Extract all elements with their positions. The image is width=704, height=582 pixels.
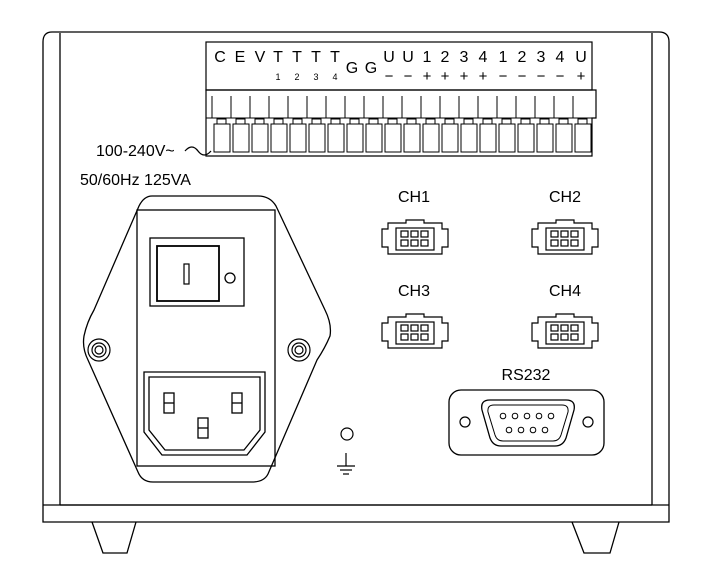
terminal-top-label: 2 [441,49,450,66]
terminal-sub-label: − [404,68,413,85]
foot-left [91,521,137,554]
terminal-top-label: 4 [479,49,488,66]
terminal-top-label: T [273,49,283,66]
terminal-top-label: T [311,49,321,66]
terminal-top-label: C [214,49,226,66]
terminal-screw-cell[interactable] [420,96,440,153]
voltage-label: 100-240V~ [96,143,175,160]
terminal-screw-cell[interactable] [230,96,250,153]
terminal-screw-cell[interactable] [401,96,421,153]
terminal-sub-label: 1 [275,72,280,82]
db9-pin [541,426,549,434]
terminal-screw-cell[interactable] [211,96,231,153]
terminal-top-label: G [365,60,377,77]
channel-2[interactable]: CH2 [531,189,599,255]
terminal-sub-label: − [499,68,508,85]
terminal-screw-cell[interactable] [325,96,345,153]
terminal-sub-label: + [460,68,469,85]
ac-symbol [184,146,212,156]
terminal-sub-label: 2 [294,72,299,82]
channel-3[interactable]: CH3 [381,283,449,349]
screw-right [287,338,311,362]
terminal-top-label: 4 [556,49,565,66]
terminal-top-label: G [346,60,358,77]
terminal-top-label: T [292,49,302,66]
terminal-top-label: V [255,49,266,66]
db9-pin [535,412,543,420]
terminal-top-label: U [575,49,587,66]
terminal-screw-cell[interactable] [553,96,573,153]
terminal-sub-label: − [556,68,565,85]
enclosure [42,31,670,523]
screw-left [87,338,111,362]
terminal-top-label: 1 [499,49,508,66]
terminal-screw-cell[interactable] [515,96,535,153]
terminal-top-label: U [383,49,395,66]
terminal-sub-label: + [423,68,432,85]
channel-1[interactable]: CH1 [381,189,449,255]
channel-4[interactable]: CH4 [531,283,599,349]
db9-pin [517,426,525,434]
terminal-sub-label: − [518,68,527,85]
foot-right [571,521,620,554]
terminal-screw-cell[interactable] [534,96,554,153]
ground-icon [337,453,355,475]
channel-1-label: CH1 [398,189,430,206]
terminal-screw-cell[interactable] [496,96,516,153]
terminal-sub-label: − [537,68,546,85]
terminal-screw-cell[interactable] [458,96,478,153]
power-entry-module [82,195,332,483]
terminal-sub-label: 3 [313,72,318,82]
terminal-sub-label: + [479,68,488,85]
terminal-screw-cell[interactable] [306,96,326,153]
db9-pin [547,412,555,420]
terminal-top-label: 3 [537,49,546,66]
terminal-screw-cell[interactable] [572,96,592,153]
terminal-top-label: E [235,49,246,66]
terminal-sub-label: + [577,68,586,85]
terminal-block [205,89,597,157]
terminal-screw-cell[interactable] [477,96,497,153]
power-switch[interactable] [149,237,245,307]
rs232-label: RS232 [502,367,551,384]
terminal-screw-cell[interactable] [382,96,402,153]
db9-pin [511,412,519,420]
terminal-screw-cell[interactable] [249,96,269,153]
terminal-top-label: T [330,49,340,66]
terminal-sub-label: + [441,68,450,85]
terminal-sub-label: − [385,68,394,85]
db9-pin [523,412,531,420]
terminal-screw-cell[interactable] [363,96,383,153]
terminal-top-label: U [402,49,414,66]
db9-pin [529,426,537,434]
channel-3-label: CH3 [398,283,430,300]
db9-pin [499,412,507,420]
channel-4-label: CH4 [549,283,581,300]
terminal-top-label: 1 [423,49,432,66]
db9-pin [505,426,513,434]
terminal-sub-label: 4 [332,72,337,82]
channel-2-label: CH2 [549,189,581,206]
terminal-screw-cell[interactable] [287,96,307,153]
terminal-top-label: 3 [460,49,469,66]
terminal-screw-cell[interactable] [268,96,288,153]
terminal-screw-cell[interactable] [344,96,364,153]
ground-terminal [340,427,354,441]
power-rating-label: 50/60Hz 125VA [80,172,191,189]
ac-inlet[interactable] [143,371,266,456]
rs232-connector[interactable] [448,389,605,456]
terminal-screw-cell[interactable] [439,96,459,153]
terminal-top-label: 2 [518,49,527,66]
